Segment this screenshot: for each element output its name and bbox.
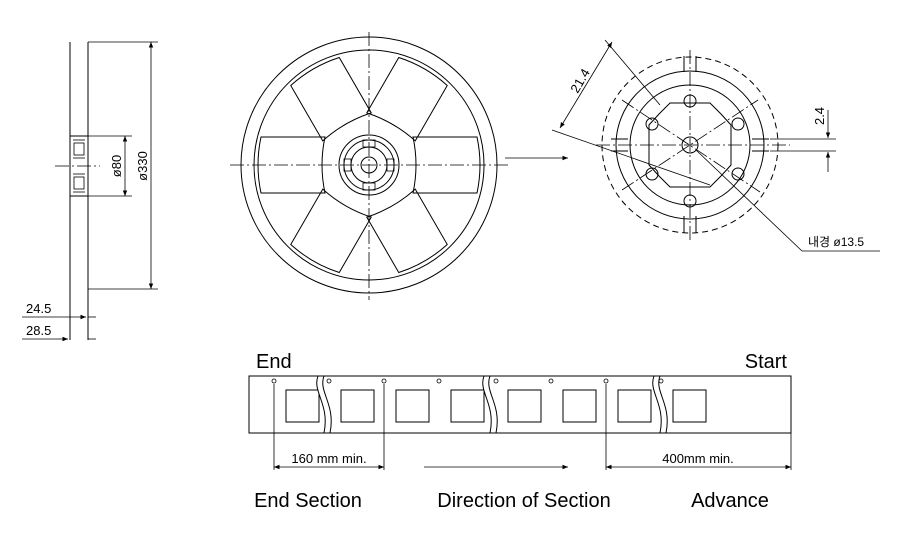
dim-diagonal: 21.4 [567, 66, 593, 95]
dim-outer-width: 28.5 [26, 323, 51, 338]
dim-reel-diameter: ø330 [135, 151, 150, 181]
start-section-length: 400mm min. [662, 451, 734, 466]
dim-slot-width: 2.4 [812, 107, 827, 125]
hub-detail-view: 21.4 2.4 내경 ø13.5 [551, 39, 880, 252]
tape-start-label: Start [745, 351, 788, 373]
carrier-tape: End Start 160 mm min. 400mm min. [248, 351, 792, 512]
direction-label: Direction of Section [437, 490, 610, 512]
end-section-label: End Section [254, 490, 362, 512]
inner-diameter-label: 내경 ø13.5 [808, 235, 864, 249]
tape-end-label: End [256, 351, 292, 373]
reel-front-view [230, 32, 568, 300]
dim-hub-diameter: ø80 [109, 155, 124, 177]
advance-label: Advance [691, 490, 769, 512]
reel-side-view: ø80 ø330 24.5 28.5 [22, 41, 158, 342]
end-section-length: 160 mm min. [291, 451, 366, 466]
dim-inner-width: 24.5 [26, 301, 51, 316]
